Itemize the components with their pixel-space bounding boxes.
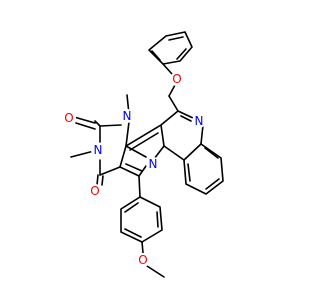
bond [183, 143, 224, 195]
atom-O-carbonyl-top: O [62, 111, 76, 125]
bond [119, 166, 140, 177]
bond [200, 124, 204, 145]
label-backdrop [88, 184, 102, 198]
bond [129, 132, 159, 151]
atom-label: N [123, 109, 132, 123]
bond [168, 84, 176, 97]
bond [99, 166, 121, 176]
bond [163, 145, 185, 161]
bond [141, 241, 144, 254]
atom-O-methoxy: O [136, 253, 150, 267]
bond [94, 120, 101, 127]
molecule-structure: O N O N N N O O [0, 0, 300, 300]
atom-N-pyrrole: N [146, 157, 160, 171]
bond [160, 110, 179, 126]
bond [153, 145, 165, 160]
bond [101, 175, 104, 186]
bond [75, 122, 96, 130]
bond [125, 163, 143, 172]
bond [124, 202, 159, 238]
bond [119, 145, 127, 168]
bond [160, 124, 165, 147]
atom-label: N [195, 114, 204, 128]
atom-label: N [94, 143, 103, 157]
bond [168, 95, 179, 112]
bond [73, 116, 96, 124]
label-backdrop [120, 109, 134, 123]
atom-labels: O N O N N N O O [62, 72, 206, 267]
atom-O-carbonyl-bottom: O [88, 184, 102, 198]
label-backdrop [146, 157, 160, 171]
atom-O-ether: O [170, 72, 184, 86]
bond [148, 31, 193, 65]
bond [96, 174, 99, 186]
atom-label: O [138, 253, 147, 267]
bond [125, 145, 147, 158]
bond [99, 124, 122, 127]
bond [162, 63, 173, 75]
bond [183, 143, 202, 161]
label-backdrop [91, 143, 105, 157]
bond [125, 124, 162, 147]
atom-N-lower: N [91, 143, 105, 157]
atom-N-pyrazine: N [192, 114, 206, 128]
label-backdrop [62, 111, 76, 125]
atom-label: O [172, 72, 181, 86]
bond [70, 150, 95, 158]
atom-N-upper: N [120, 109, 134, 123]
atom-label: O [90, 184, 99, 198]
label-backdrop [136, 253, 150, 267]
bond [187, 147, 220, 190]
bond [146, 265, 165, 278]
bond [120, 196, 163, 243]
bonds [70, 31, 224, 278]
bond [177, 110, 194, 119]
bond [151, 36, 187, 61]
label-backdrop [192, 114, 206, 128]
background [0, 0, 300, 300]
bond [180, 115, 192, 122]
bond [125, 121, 130, 147]
atom-label: O [64, 111, 73, 125]
atom-label: N [149, 157, 158, 171]
bond [138, 175, 141, 198]
label-backdrop [170, 72, 184, 86]
